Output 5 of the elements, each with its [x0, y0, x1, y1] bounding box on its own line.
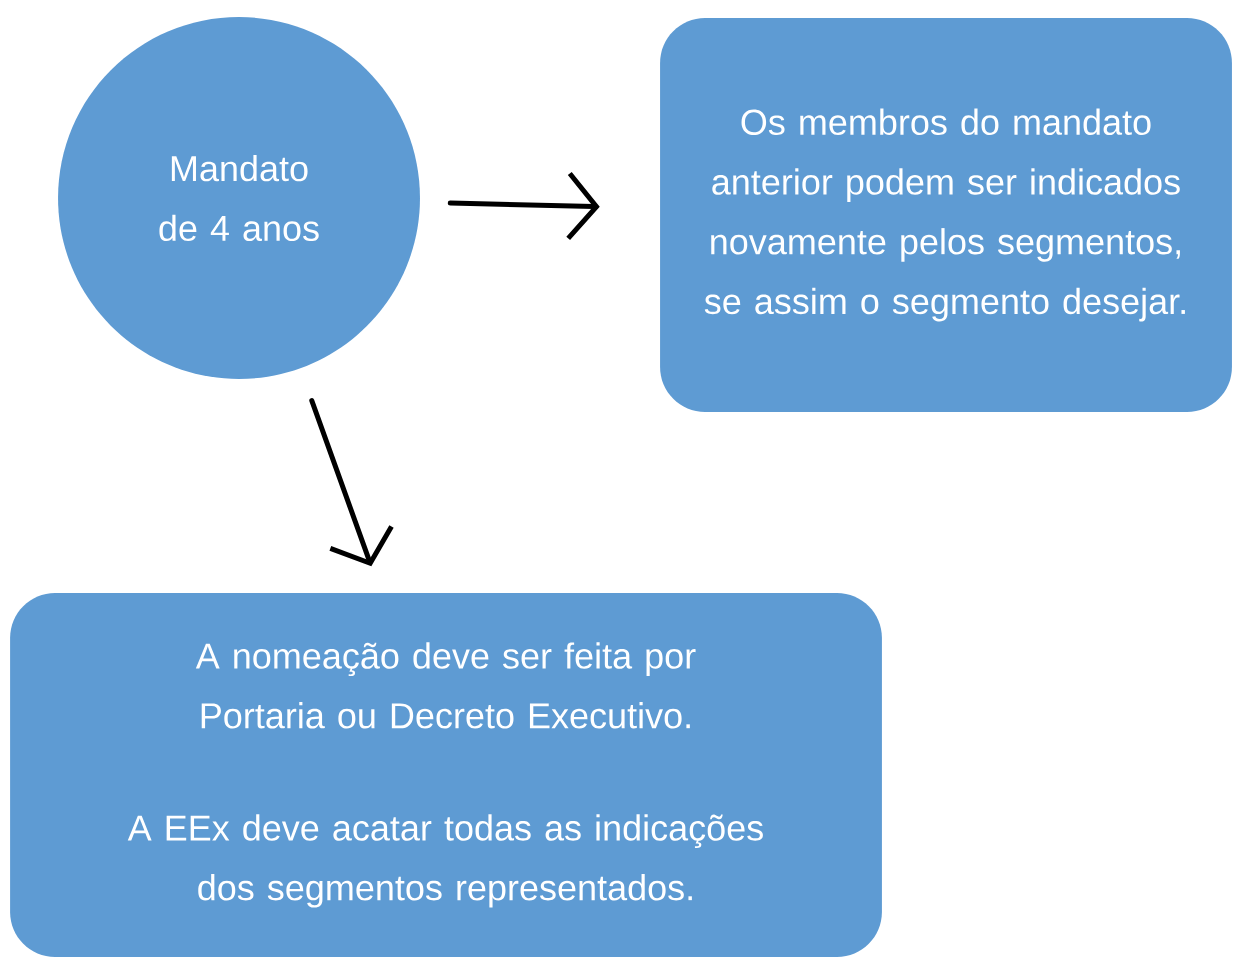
circle-node: Mandato de 4 anos	[58, 17, 420, 379]
arrow	[309, 398, 394, 567]
rounded-box: A nomeação deve ser feita por Portaria ou Decreto Executivo. A EEx deve acatar todas as indicações dos segmentos representados.	[10, 593, 882, 957]
rounded-box: Os membros do mandato anterior podem ser indicados novamente pelos segmentos, se assim o segmento desejar.	[660, 18, 1232, 412]
arrow	[447, 171, 600, 241]
